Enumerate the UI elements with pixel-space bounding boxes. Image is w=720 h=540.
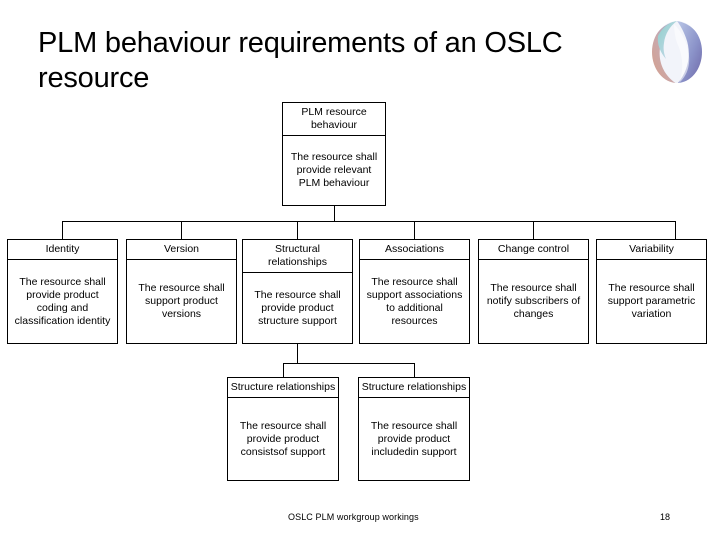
node-change-control-body: The resource shall notify subscribers of… — [486, 282, 581, 320]
node-root-header: PLM resource behaviour — [283, 103, 385, 136]
connector-drop-identity — [62, 221, 63, 239]
connector-drop-includedin — [414, 363, 415, 377]
connector-root-stem — [334, 206, 335, 222]
node-associations-header: Associations — [360, 240, 469, 260]
connector-drop-structural-relationships — [297, 221, 298, 239]
node-variability-body: The resource shall support parametric va… — [607, 282, 696, 320]
node-identity-body: The resource shall provide product codin… — [14, 275, 111, 327]
node-root-body: The resource shall provide relevant PLM … — [290, 151, 378, 189]
node-change-control-header: Change control — [479, 240, 588, 260]
node-structure-relationships-includedin[interactable]: Structure relationships The resource sha… — [358, 377, 470, 481]
connector-structural-stem — [297, 344, 298, 363]
connector-drop-variability — [675, 221, 676, 239]
connector-drop-version — [181, 221, 182, 239]
page-title: PLM behaviour requirements of an OSLC re… — [38, 27, 563, 94]
node-structural-relationships[interactable]: Structural relationships The resource sh… — [242, 239, 353, 344]
node-identity-header: Identity — [8, 240, 117, 260]
node-identity[interactable]: Identity The resource shall provide prod… — [7, 239, 118, 344]
footer-page-number: 18 — [660, 512, 671, 522]
node-change-control[interactable]: Change control The resource shall notify… — [478, 239, 589, 344]
node-includedin-header: Structure relationships — [359, 378, 469, 398]
node-version-header: Version — [127, 240, 236, 260]
connector-drop-associations — [414, 221, 415, 239]
node-structural-relationships-body: The resource shall provide product struc… — [254, 288, 341, 327]
node-version-body: The resource shall support product versi… — [138, 282, 225, 320]
node-variability-header: Variability — [597, 240, 706, 260]
node-structure-relationships-consistsof[interactable]: Structure relationships The resource sha… — [227, 377, 339, 481]
footer-label: OSLC PLM workgroup workings — [288, 512, 419, 522]
connector-drop-consistsof — [283, 363, 284, 377]
node-includedin-body: The resource shall provide product inclu… — [370, 419, 458, 458]
node-consistsof-body: The resource shall provide product consi… — [239, 419, 327, 458]
node-associations-body: The resource shall support associations … — [366, 275, 463, 327]
node-associations[interactable]: Associations The resource shall support … — [359, 239, 470, 344]
oslc-sphere-logo — [648, 18, 706, 86]
node-structural-relationships-header: Structural relationships — [243, 240, 352, 273]
node-variability[interactable]: Variability The resource shall support p… — [596, 239, 707, 344]
node-root[interactable]: PLM resource behaviour The resource shal… — [282, 102, 386, 206]
node-version[interactable]: Version The resource shall support produ… — [126, 239, 237, 344]
connector-drop-change-control — [533, 221, 534, 239]
connector-level2-bus — [283, 363, 415, 364]
connector-level1-bus — [62, 221, 675, 222]
node-consistsof-header: Structure relationships — [228, 378, 338, 398]
